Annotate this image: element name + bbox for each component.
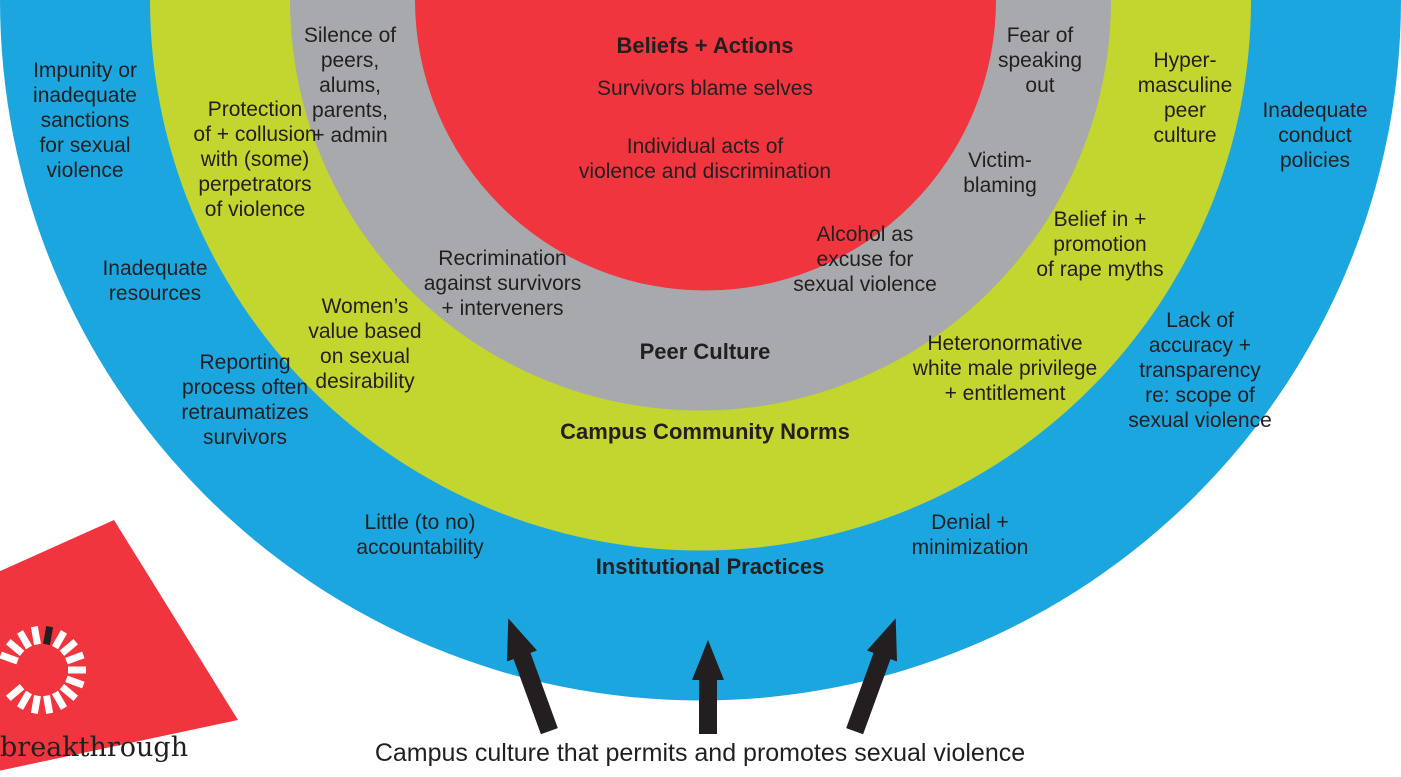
peer-item-fear: Fear of speaking out	[997, 24, 1083, 97]
arrow-up-center	[692, 640, 724, 734]
peer-culture-title: Peer Culture	[639, 339, 771, 364]
institutional-item-transparency: Lack of accuracy + transparency re: scop…	[1128, 309, 1272, 432]
norms-item-protection: Protection of + collusion with (some) pe…	[193, 98, 317, 221]
norms-item-rape-myths: Belief in + promotion of rape myths	[1036, 208, 1164, 281]
campus-community-norms-title: Campus Community Norms	[560, 419, 850, 444]
norms-item-hypermasculine: Hyper- masculine peer culture	[1137, 49, 1233, 147]
peer-item-recrimination: Recrimination against survivors + interv…	[423, 247, 582, 320]
institutional-item-denial: Denial + minimization	[911, 511, 1029, 559]
institutional-item-impunity: Impunity or inadequate sanctions for sex…	[33, 59, 137, 182]
institutional-item-accountability: Little (to no) accountability	[356, 511, 484, 559]
peer-item-victim-blaming: Victim- blaming	[963, 149, 1037, 197]
institutional-item-resources: Inadequate resources	[102, 257, 208, 305]
peer-item-silence: Silence of peers, alums, parents, + admi…	[303, 24, 397, 147]
logo-red-square	[0, 520, 238, 771]
ring-beliefs-actions	[415, 0, 996, 291]
institutional-item-reporting: Reporting process often retraumatizes su…	[181, 351, 309, 449]
institutional-item-conduct-policies: Inadequate conduct policies	[1262, 99, 1368, 172]
norms-item-heteronormative: Heteronormative white male privilege + e…	[912, 332, 1098, 405]
arrow-up-left	[506, 618, 558, 735]
beliefs-item-1: Survivors blame selves	[597, 77, 813, 100]
arrows	[506, 618, 898, 735]
breakthrough-logo	[0, 520, 238, 771]
arrow-up-right	[846, 618, 898, 735]
beliefs-item-2: Individual acts of violence and discrimi…	[578, 135, 832, 183]
beliefs-actions-title: Beliefs + Actions	[616, 33, 794, 58]
institutional-practices-title: Institutional Practices	[595, 554, 825, 579]
diagram-caption: Campus culture that permits and promotes…	[374, 739, 1026, 767]
peer-item-alcohol: Alcohol as excuse for sexual violence	[793, 223, 937, 296]
breakthrough-logo-icon	[0, 626, 86, 714]
breakthrough-logo-text: breakthrough	[0, 732, 189, 763]
norms-item-womens-value: Women’s value based on sexual desirabili…	[308, 295, 422, 393]
